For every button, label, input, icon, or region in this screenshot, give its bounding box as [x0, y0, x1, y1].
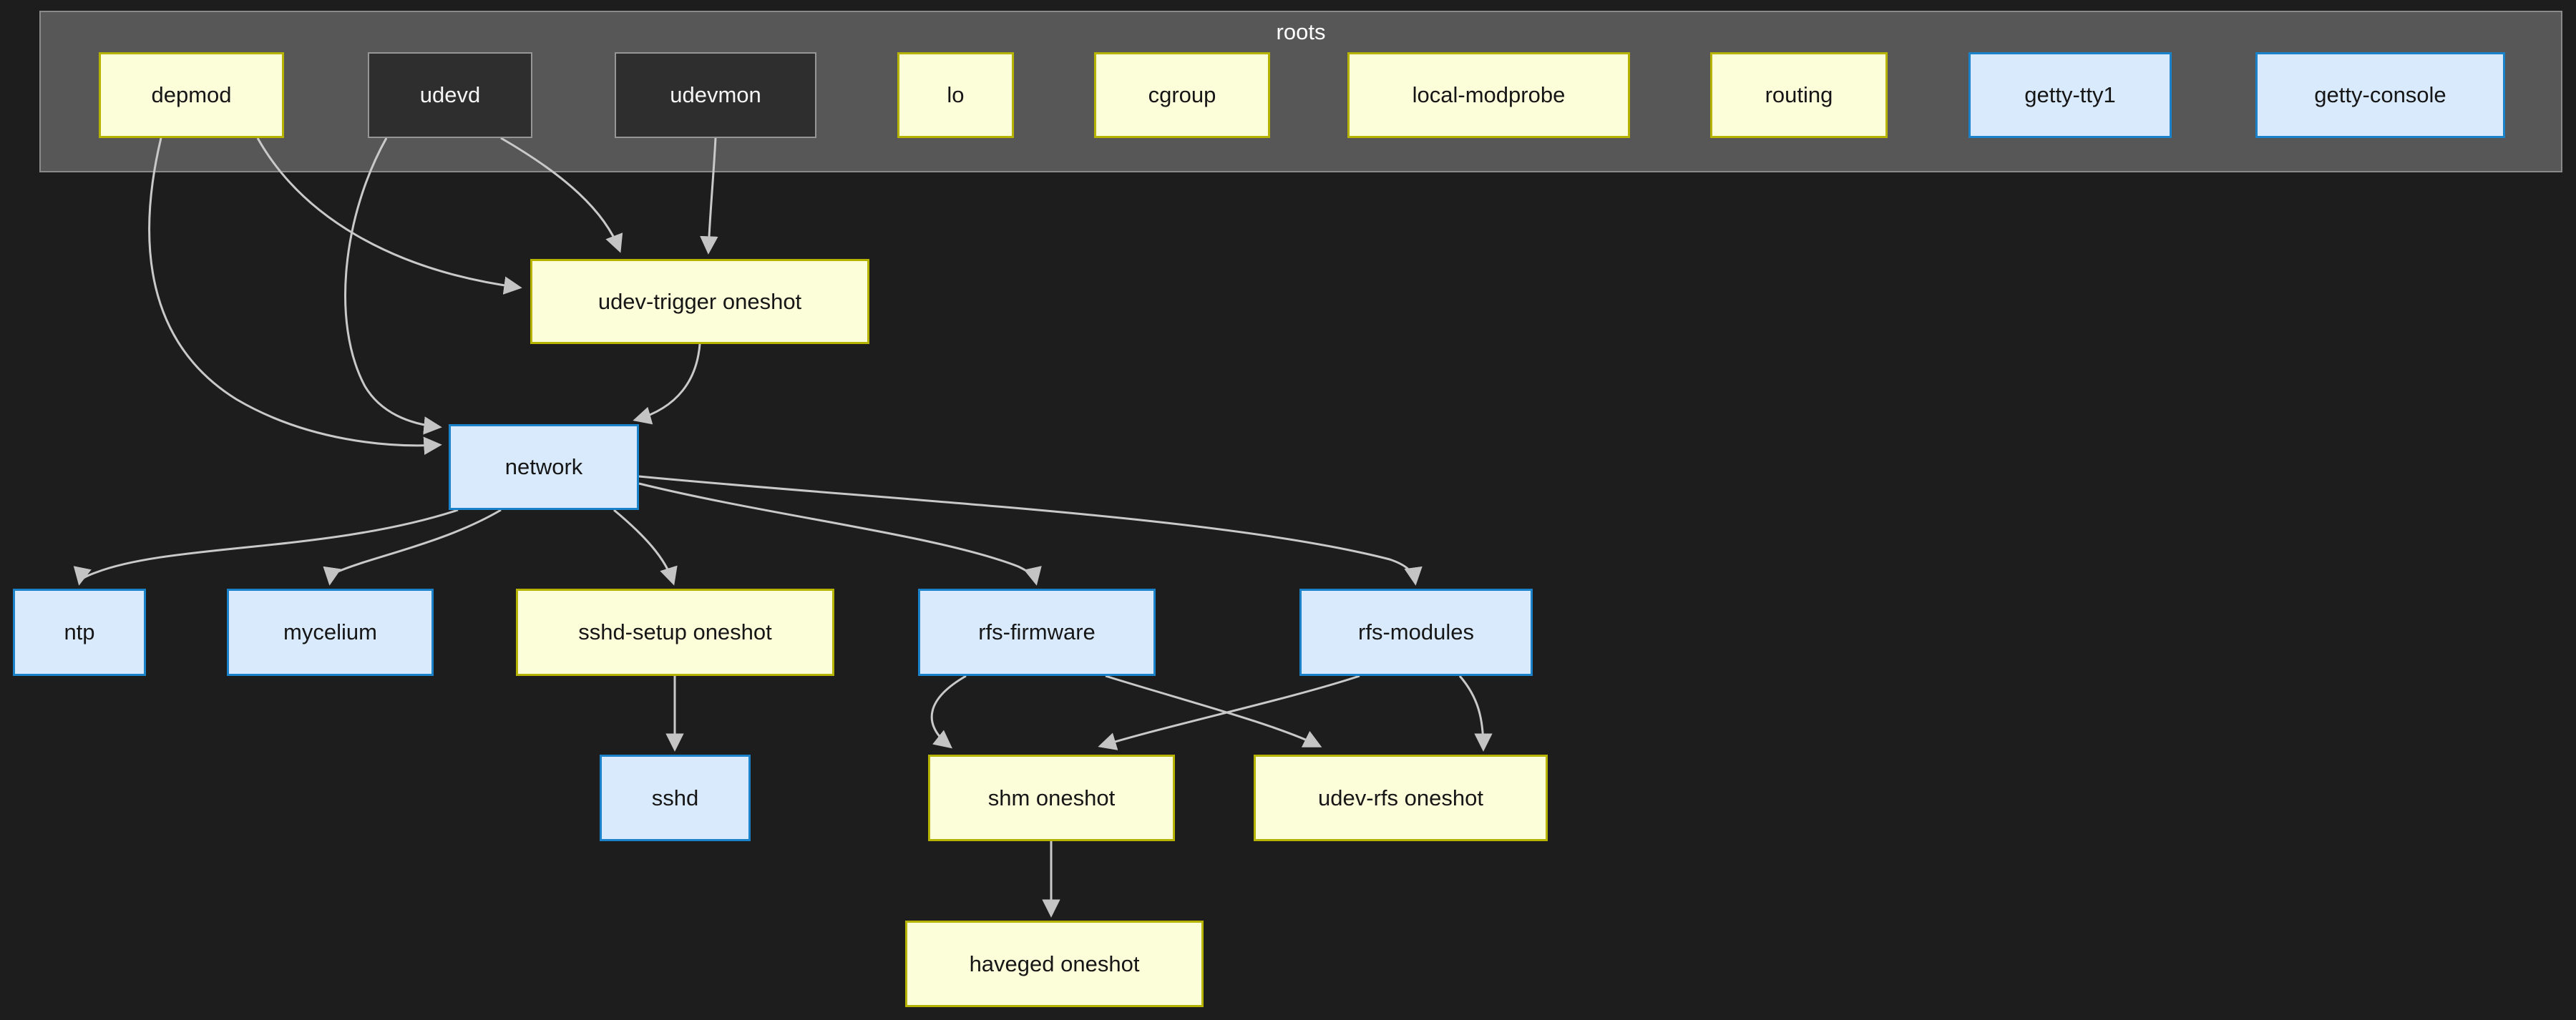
roots-cluster-label: roots	[1276, 19, 1326, 44]
node-cgroup: cgroup	[1094, 52, 1270, 138]
node-routing: routing	[1710, 52, 1888, 138]
edge-depmod-network	[148, 137, 442, 455]
edge-rfs-modules-shm	[1098, 675, 1360, 750]
node-local-modprobe: local-modprobe	[1347, 52, 1630, 138]
edge-rfs-firmware-udev-rfs	[1105, 675, 1322, 747]
edge-rfs-firmware-shm	[930, 675, 967, 749]
edge-udev-trigger-network	[633, 343, 701, 425]
node-rfs-firmware: rfs-firmware	[918, 589, 1156, 676]
node-haveged: haveged oneshot	[905, 921, 1204, 1007]
edge-network-rfs-firmware	[638, 482, 1042, 586]
edge-network-sshd-setup	[613, 509, 678, 586]
node-udevd: udevd	[368, 52, 532, 138]
node-ntp: ntp	[13, 589, 146, 676]
node-depmod: depmod	[99, 52, 284, 138]
edge-udevd-network	[344, 137, 442, 435]
node-udev-rfs: udev-rfs oneshot	[1254, 755, 1548, 841]
edge-network-ntp	[73, 509, 459, 586]
node-lo: lo	[897, 52, 1014, 138]
node-sshd: sshd	[600, 755, 751, 841]
edge-network-rfs-modules	[638, 475, 1423, 586]
edge-network-mycelium	[323, 509, 502, 586]
node-udev-trigger: udev-trigger oneshot	[530, 259, 869, 344]
node-rfs-modules: rfs-modules	[1299, 589, 1533, 676]
node-sshd-setup: sshd-setup oneshot	[516, 589, 834, 676]
node-getty-tty1: getty-tty1	[1968, 52, 2172, 138]
node-mycelium: mycelium	[227, 589, 434, 676]
edge-rfs-modules-udev-rfs	[1458, 675, 1493, 752]
node-udevmon: udevmon	[615, 52, 816, 138]
node-network: network	[449, 424, 639, 510]
node-getty-console: getty-console	[2255, 52, 2505, 138]
node-shm: shm oneshot	[928, 755, 1175, 841]
